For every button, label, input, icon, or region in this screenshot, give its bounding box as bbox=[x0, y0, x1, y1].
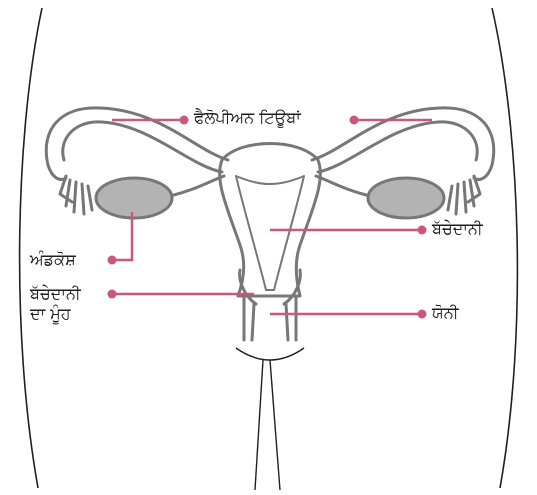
label-ovary: ਅੰਡਕੋਸ਼ bbox=[30, 250, 76, 270]
body-right-outline bbox=[492, 8, 517, 488]
leader-tubes-left-dot bbox=[180, 116, 189, 125]
leader-cervix-dot bbox=[108, 290, 117, 299]
body-left-outline bbox=[20, 8, 42, 488]
vagina-left-inner bbox=[252, 304, 254, 340]
groin-left-line bbox=[255, 360, 263, 490]
groin-right-line bbox=[270, 360, 280, 490]
leader-uterus-dot bbox=[418, 226, 427, 235]
right-tube-outer bbox=[312, 108, 494, 180]
right-ovarian-ligament bbox=[316, 176, 370, 196]
vagina-right-inner bbox=[286, 304, 288, 340]
label-cervix-line1: ਬੱਚੇਦਾਨੀ bbox=[30, 284, 81, 304]
leader-vagina-dot bbox=[418, 310, 427, 319]
label-cervix-line2: ਦਾ ਮੂੰਹ bbox=[30, 304, 71, 324]
right-ovary bbox=[368, 178, 444, 218]
right-fimbriae bbox=[448, 176, 480, 214]
label-vagina: ਯੋਨੀ bbox=[432, 303, 459, 323]
leader-ovary-dot bbox=[108, 256, 117, 265]
label-fallopian-tubes: ਫੈਲੋਪੀਅਨ ਟਿਊਬਾਂ bbox=[194, 108, 301, 128]
left-fimbriae bbox=[60, 176, 92, 214]
uterus-outer bbox=[220, 144, 321, 297]
uterine-cavity bbox=[236, 176, 304, 290]
label-uterus: ਬੱਚੇਦਾਨੀ bbox=[432, 219, 483, 239]
leader-tubes-right-dot bbox=[350, 116, 359, 125]
pubic-curve bbox=[236, 348, 304, 360]
left-ovary bbox=[96, 178, 172, 218]
left-ovarian-ligament bbox=[170, 176, 224, 196]
